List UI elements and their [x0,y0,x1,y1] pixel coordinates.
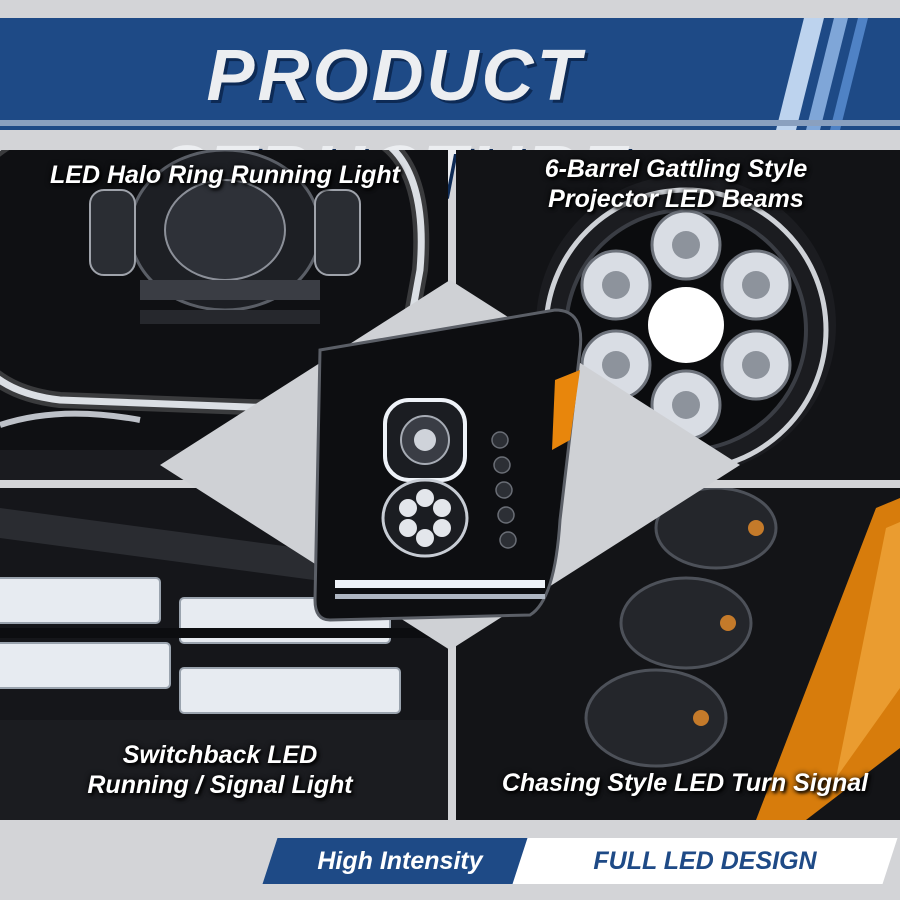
headlight-product-showcase [160,280,740,650]
header-divider [0,120,900,126]
header-banner [0,18,900,130]
switchback-caption: Switchback LED Running / Signal Light [20,740,420,800]
switchback-caption-line1: Switchback LED [122,741,318,769]
chasing-turn-signal-caption: Chasing Style LED Turn Signal [501,769,869,797]
halo-ring-caption: LED Halo Ring Running Light [50,161,400,189]
switchback-caption-line2: Running / Signal Light [87,771,353,799]
high-intensity-label: High Intensity [317,847,483,875]
full-led-design-label: FULL LED DESIGN [593,847,817,875]
gattling-caption-line2: Projector LED Beams [548,185,804,213]
halo-ring-photo [0,150,448,480]
gattling-projector-caption: 6-Barrel Gattling Style Projector LED Be… [486,154,866,214]
gattling-caption-line1: 6-Barrel Gattling Style [544,155,808,183]
page-title: PRODUCT STRUCTURE [160,36,628,212]
